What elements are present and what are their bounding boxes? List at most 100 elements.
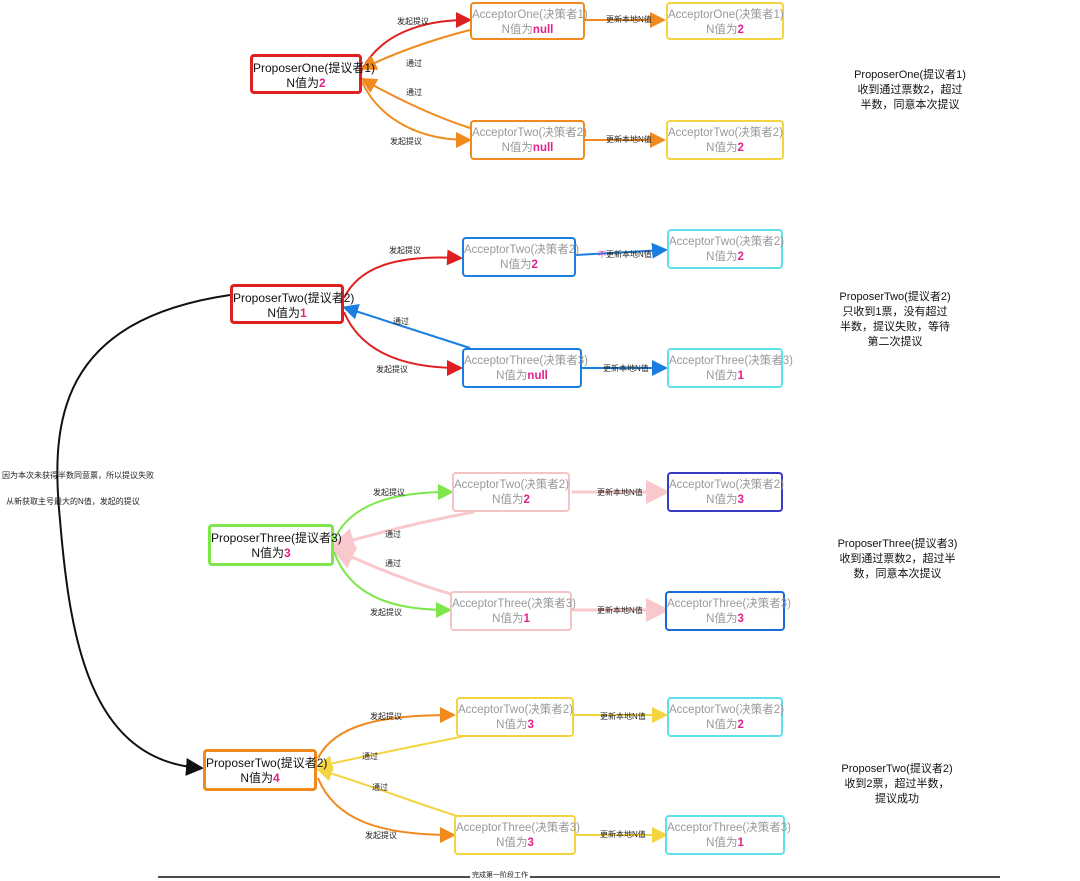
stage1-arrows xyxy=(360,12,666,148)
stage1-propose-bottom-label: 发起提议 xyxy=(390,137,422,146)
stage2-proposer: ProposerTwo(提议者2) N值为1 xyxy=(230,284,354,324)
n-value: 4 xyxy=(272,771,280,785)
stage2-pass-bottom-arrow xyxy=(342,304,471,349)
stage2-propose-bottom-label: 发起提议 xyxy=(376,365,408,374)
stage3-propose-top-label: 发起提议 xyxy=(373,488,405,497)
box-name: AcceptorTwo(决策者2) xyxy=(668,127,784,139)
stage4-propose-bottom-arrow xyxy=(317,777,456,843)
n-label: N值为 xyxy=(706,494,738,506)
note-line: ProposerThree(提议者3) xyxy=(837,538,958,550)
stage1-pass-bottom-label: 通过 xyxy=(406,88,422,97)
n-value: null xyxy=(532,24,554,36)
stage1-update-top-label: 更新本地N值 xyxy=(606,15,652,24)
n-value: 2 xyxy=(737,719,744,731)
stage3-acceptor-bottom: AcceptorThree(决策者3) N值为1 xyxy=(450,591,576,631)
stage3-update-bottom-label: 更新本地N值 xyxy=(597,606,643,615)
n-value: 2 xyxy=(737,24,744,36)
stage1-result-top: AcceptorOne(决策者1) N值为2 xyxy=(666,2,784,40)
note-line: 数，同意本次提议 xyxy=(853,568,942,580)
stage2-acceptor-bottom: AcceptorThree(决策者3) N值为null xyxy=(462,348,588,388)
stage2-update-top-label: 不更新本地N值 xyxy=(598,250,652,260)
stage4-pass-bottom-arrow xyxy=(316,765,471,821)
stage4-propose-top-label: 发起提议 xyxy=(370,712,402,721)
stage4-update-bottom-label: 更新本地N值 xyxy=(600,830,646,839)
stage1-update-bottom-label: 更新本地N值 xyxy=(606,135,652,144)
note-line: 第二次提议 xyxy=(867,336,923,348)
n-label: N值为 xyxy=(496,370,528,382)
n-label: N值为 xyxy=(492,494,524,506)
n-label: N值为 xyxy=(706,370,738,382)
n-label: N值为 xyxy=(286,76,319,90)
stage4-proposer: ProposerTwo(提议者2) N值为4 xyxy=(203,749,328,791)
stage4-note: ProposerTwo(提议者2) 收到2票，超过半数， 提议成功 xyxy=(822,762,972,807)
n-value: 1 xyxy=(523,613,530,625)
stage4-update-top-label: 更新本地N值 xyxy=(600,712,646,721)
stage4-pass-bottom-label: 通过 xyxy=(372,783,388,792)
n-label: N值为 xyxy=(500,259,532,271)
stage2-result-top: AcceptorTwo(决策者2) N值为2 xyxy=(667,229,785,269)
stage3-propose-bottom-arrow xyxy=(333,551,452,618)
stage3-update-top-label: 更新本地N值 xyxy=(597,488,643,497)
retry-note-line1: 因为本次未获得半数同意票，所以提议失败 xyxy=(2,471,154,480)
box-name: AcceptorThree(决策者3) xyxy=(667,598,791,610)
n-value: 1 xyxy=(299,306,307,320)
box-name: AcceptorTwo(决策者2) xyxy=(669,704,785,716)
stage2-propose-bottom-arrow xyxy=(343,311,463,376)
stage2-propose-top-arrow xyxy=(343,249,463,299)
stage2-pass-bottom-label: 通过 xyxy=(393,317,409,326)
n-value: 3 xyxy=(527,837,534,849)
stage4-arrows xyxy=(316,707,668,843)
stage4-pass-top-label: 通过 xyxy=(362,752,378,761)
box-name: ProposerOne(提议者1) xyxy=(253,61,376,75)
n-value: 2 xyxy=(737,251,744,263)
n-label: N值为 xyxy=(706,613,738,625)
n-value: 3 xyxy=(737,494,744,506)
n-label: N值为 xyxy=(706,24,738,36)
n-label: N值为 xyxy=(492,613,524,625)
n-value: 2 xyxy=(737,142,744,154)
stage3-pass-top-label: 通过 xyxy=(385,530,401,539)
box-name: AcceptorOne(决策者1) xyxy=(472,9,588,21)
stage1-acceptor-top: AcceptorOne(决策者1) N值为null xyxy=(470,2,588,40)
not-prefix: 不 xyxy=(598,250,606,259)
box-name: AcceptorTwo(决策者2) xyxy=(669,479,785,491)
stage1-proposer: ProposerOne(提议者1) N值为2 xyxy=(250,54,376,94)
stage4-acceptor-bottom: AcceptorThree(决策者3) N值为3 xyxy=(454,815,580,855)
stage3-pass-bottom-label: 通过 xyxy=(385,559,401,568)
n-label: N值为 xyxy=(496,719,528,731)
stage3-acceptor-top: AcceptorTwo(决策者2) N值为2 xyxy=(452,472,570,512)
n-value: 1 xyxy=(737,370,744,382)
stage1-result-bottom: AcceptorTwo(决策者2) N值为2 xyxy=(666,120,784,160)
n-label: N值为 xyxy=(706,719,738,731)
stage1-pass-top-arrow xyxy=(360,29,471,70)
n-label: N值为 xyxy=(706,251,738,263)
stage2-update-top-arrow xyxy=(575,242,668,259)
note-line: 提议成功 xyxy=(875,793,919,805)
box-name: AcceptorTwo(决策者2) xyxy=(669,236,785,248)
box-name: AcceptorThree(决策者3) xyxy=(456,822,580,834)
n-value: 2 xyxy=(531,259,538,271)
retry-arrow xyxy=(56,294,231,776)
stage3-note: ProposerThree(提议者3) 收到通过票数2，超过半 数，同意本次提议 xyxy=(820,537,975,582)
update-text: 更新本地N值 xyxy=(606,250,652,259)
stage2-acceptor-top: AcceptorTwo(决策者2) N值为2 xyxy=(462,237,580,277)
stage4-propose-top-arrow xyxy=(317,707,456,759)
note-line: 收到通过票数2，超过半 xyxy=(839,553,956,565)
stage4-result-bottom: AcceptorThree(决策者3) N值为1 xyxy=(665,815,791,855)
n-label: N值为 xyxy=(496,837,528,849)
stage4-acceptor-top: AcceptorTwo(决策者2) N值为3 xyxy=(456,697,574,737)
box-name: ProposerThree(提议者3) xyxy=(211,531,342,545)
note-line: 收到通过票数2，超过 xyxy=(857,84,963,96)
stage4-propose-bottom-label: 发起提议 xyxy=(365,831,397,840)
stage3-proposer: ProposerThree(提议者3) N值为3 xyxy=(208,524,342,566)
n-value: 2 xyxy=(318,76,326,90)
box-name: AcceptorTwo(决策者2) xyxy=(464,244,580,256)
box-name: ProposerTwo(提议者2) xyxy=(206,756,328,770)
box-name: AcceptorTwo(决策者2) xyxy=(454,479,570,491)
stage4-result-top: AcceptorTwo(决策者2) N值为2 xyxy=(667,697,785,737)
n-label: N值为 xyxy=(706,837,738,849)
note-line: ProposerOne(提议者1) xyxy=(854,69,966,81)
n-value: 3 xyxy=(737,613,744,625)
stage1-acceptor-bottom: AcceptorTwo(决策者2) N值为null xyxy=(470,120,587,160)
